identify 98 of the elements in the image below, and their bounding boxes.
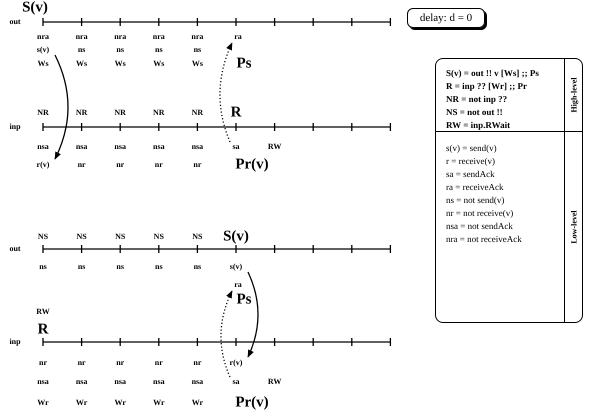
signal-label: nr: [154, 359, 163, 367]
signal-label: ns: [155, 263, 163, 271]
event-label: r(v): [36, 161, 50, 169]
signal-label: ns: [78, 46, 86, 54]
definition-line: nra = not receiveAck: [446, 233, 523, 246]
signal-label: NS: [115, 233, 126, 241]
signal-label: nra: [152, 33, 165, 41]
event-label: sa: [232, 378, 240, 386]
signal-label: NS: [76, 233, 87, 241]
process-label: R: [38, 322, 48, 338]
signal-label: nsa: [114, 143, 126, 151]
signal-label: Ws: [153, 60, 164, 68]
definition-line: sa = sendAck: [446, 168, 496, 181]
signal-label: NR: [114, 109, 126, 117]
signal-label: Wr: [76, 399, 88, 407]
arrow: [54, 54, 69, 160]
signal-label: nr: [116, 161, 124, 169]
signal-label: Wr: [153, 399, 164, 407]
definition-line: nr = not receive(v): [446, 207, 514, 220]
process-label: Ps: [236, 56, 252, 72]
signal-label: Ws: [114, 60, 126, 68]
signal-label: nr: [116, 359, 124, 367]
signal-label: nsa: [76, 143, 88, 151]
signal-label: Wr: [114, 399, 126, 407]
definition-line: S(v) = out !! v [Ws] ;; Ps: [446, 67, 540, 80]
signal-label: Wr: [192, 399, 204, 407]
signal-label: ns: [194, 46, 202, 54]
signal-label: nsa: [153, 378, 165, 386]
signal-label: Ws: [192, 60, 203, 68]
signal-label: nr: [193, 161, 202, 169]
definition-panel: [435, 132, 583, 323]
signal-label: ns: [116, 46, 124, 54]
delay-box: delay: d = 0: [407, 8, 485, 28]
arrow: [247, 272, 259, 358]
section-heading: Low-level: [564, 132, 582, 322]
definition-line: NS = not out !!: [446, 106, 504, 119]
definition-line: ns = not send(v): [446, 194, 506, 207]
signal-label: nr: [78, 161, 86, 169]
event-label: s(v): [230, 263, 242, 271]
arrow: [219, 42, 233, 142]
signal-label: nra: [191, 33, 204, 41]
signal-label: RW: [268, 143, 282, 151]
channel-label: inp: [9, 123, 21, 131]
signal-label: nsa: [114, 378, 126, 386]
definition-panel: [435, 58, 583, 132]
signal-label: nra: [114, 33, 126, 41]
event-label: r(v): [230, 359, 242, 367]
signal-label: nsa: [76, 378, 88, 386]
signal-label: ns: [78, 263, 86, 271]
signal-label: ns: [194, 263, 202, 271]
process-label: Pr(v): [235, 158, 269, 172]
signal-label: ns: [155, 46, 163, 54]
signal-label: NS: [192, 233, 202, 241]
process-label: S(v): [22, 0, 48, 16]
signal-label: NR: [192, 109, 204, 117]
signal-label: ns: [39, 263, 47, 271]
definition-line: nsa = not sendAck: [446, 220, 514, 233]
signal-label: NR: [37, 109, 49, 117]
event-label: sa: [232, 143, 240, 151]
channel-label: inp: [9, 338, 21, 346]
signal-label: ns: [116, 263, 124, 271]
definition-line: ra = receiveAck: [446, 181, 505, 194]
event-label: s(v): [36, 46, 50, 54]
signal-label: nr: [78, 359, 86, 367]
definition-line: RW = inp.RWait: [446, 119, 512, 132]
definition-line: r = receive(v): [446, 155, 496, 168]
process-label: R: [230, 106, 242, 120]
event-label: ra: [234, 33, 242, 41]
signal-label: nsa: [192, 143, 204, 151]
channel-label: out: [9, 245, 21, 253]
signal-label: NS: [38, 233, 48, 241]
process-label: S(v): [223, 230, 249, 244]
event-label: ra: [234, 281, 242, 289]
signal-label: nsa: [37, 143, 49, 151]
signal-label: nra: [37, 33, 49, 41]
signal-label: NR: [153, 109, 165, 117]
section-heading: High-level: [564, 59, 582, 131]
definition-line: R = inp ?? [Wr] ;; Pr: [446, 80, 528, 93]
process-label: Ps: [236, 292, 252, 308]
definition-line: NR = not inp ??: [446, 93, 508, 106]
arrow: [220, 290, 233, 378]
signal-label: nra: [76, 33, 88, 41]
signal-label: nsa: [153, 143, 165, 151]
channel-label: out: [9, 18, 21, 26]
signal-label: nsa: [37, 378, 49, 386]
signal-label: RW: [268, 378, 282, 386]
signal-label: Ws: [76, 60, 88, 68]
signal-label: Ws: [37, 60, 49, 68]
signal-label: NS: [154, 233, 164, 241]
process-label: Pr(v): [235, 396, 269, 410]
signal-label: NR: [76, 109, 88, 117]
definition-line: s(v) = send(v): [446, 142, 498, 155]
signal-label: Wr: [37, 399, 49, 407]
signal-label: nr: [39, 359, 47, 367]
signal-label: nsa: [192, 378, 204, 386]
signal-label: nr: [193, 359, 202, 367]
signal-label: RW: [36, 308, 50, 316]
signal-label: nr: [154, 161, 163, 169]
